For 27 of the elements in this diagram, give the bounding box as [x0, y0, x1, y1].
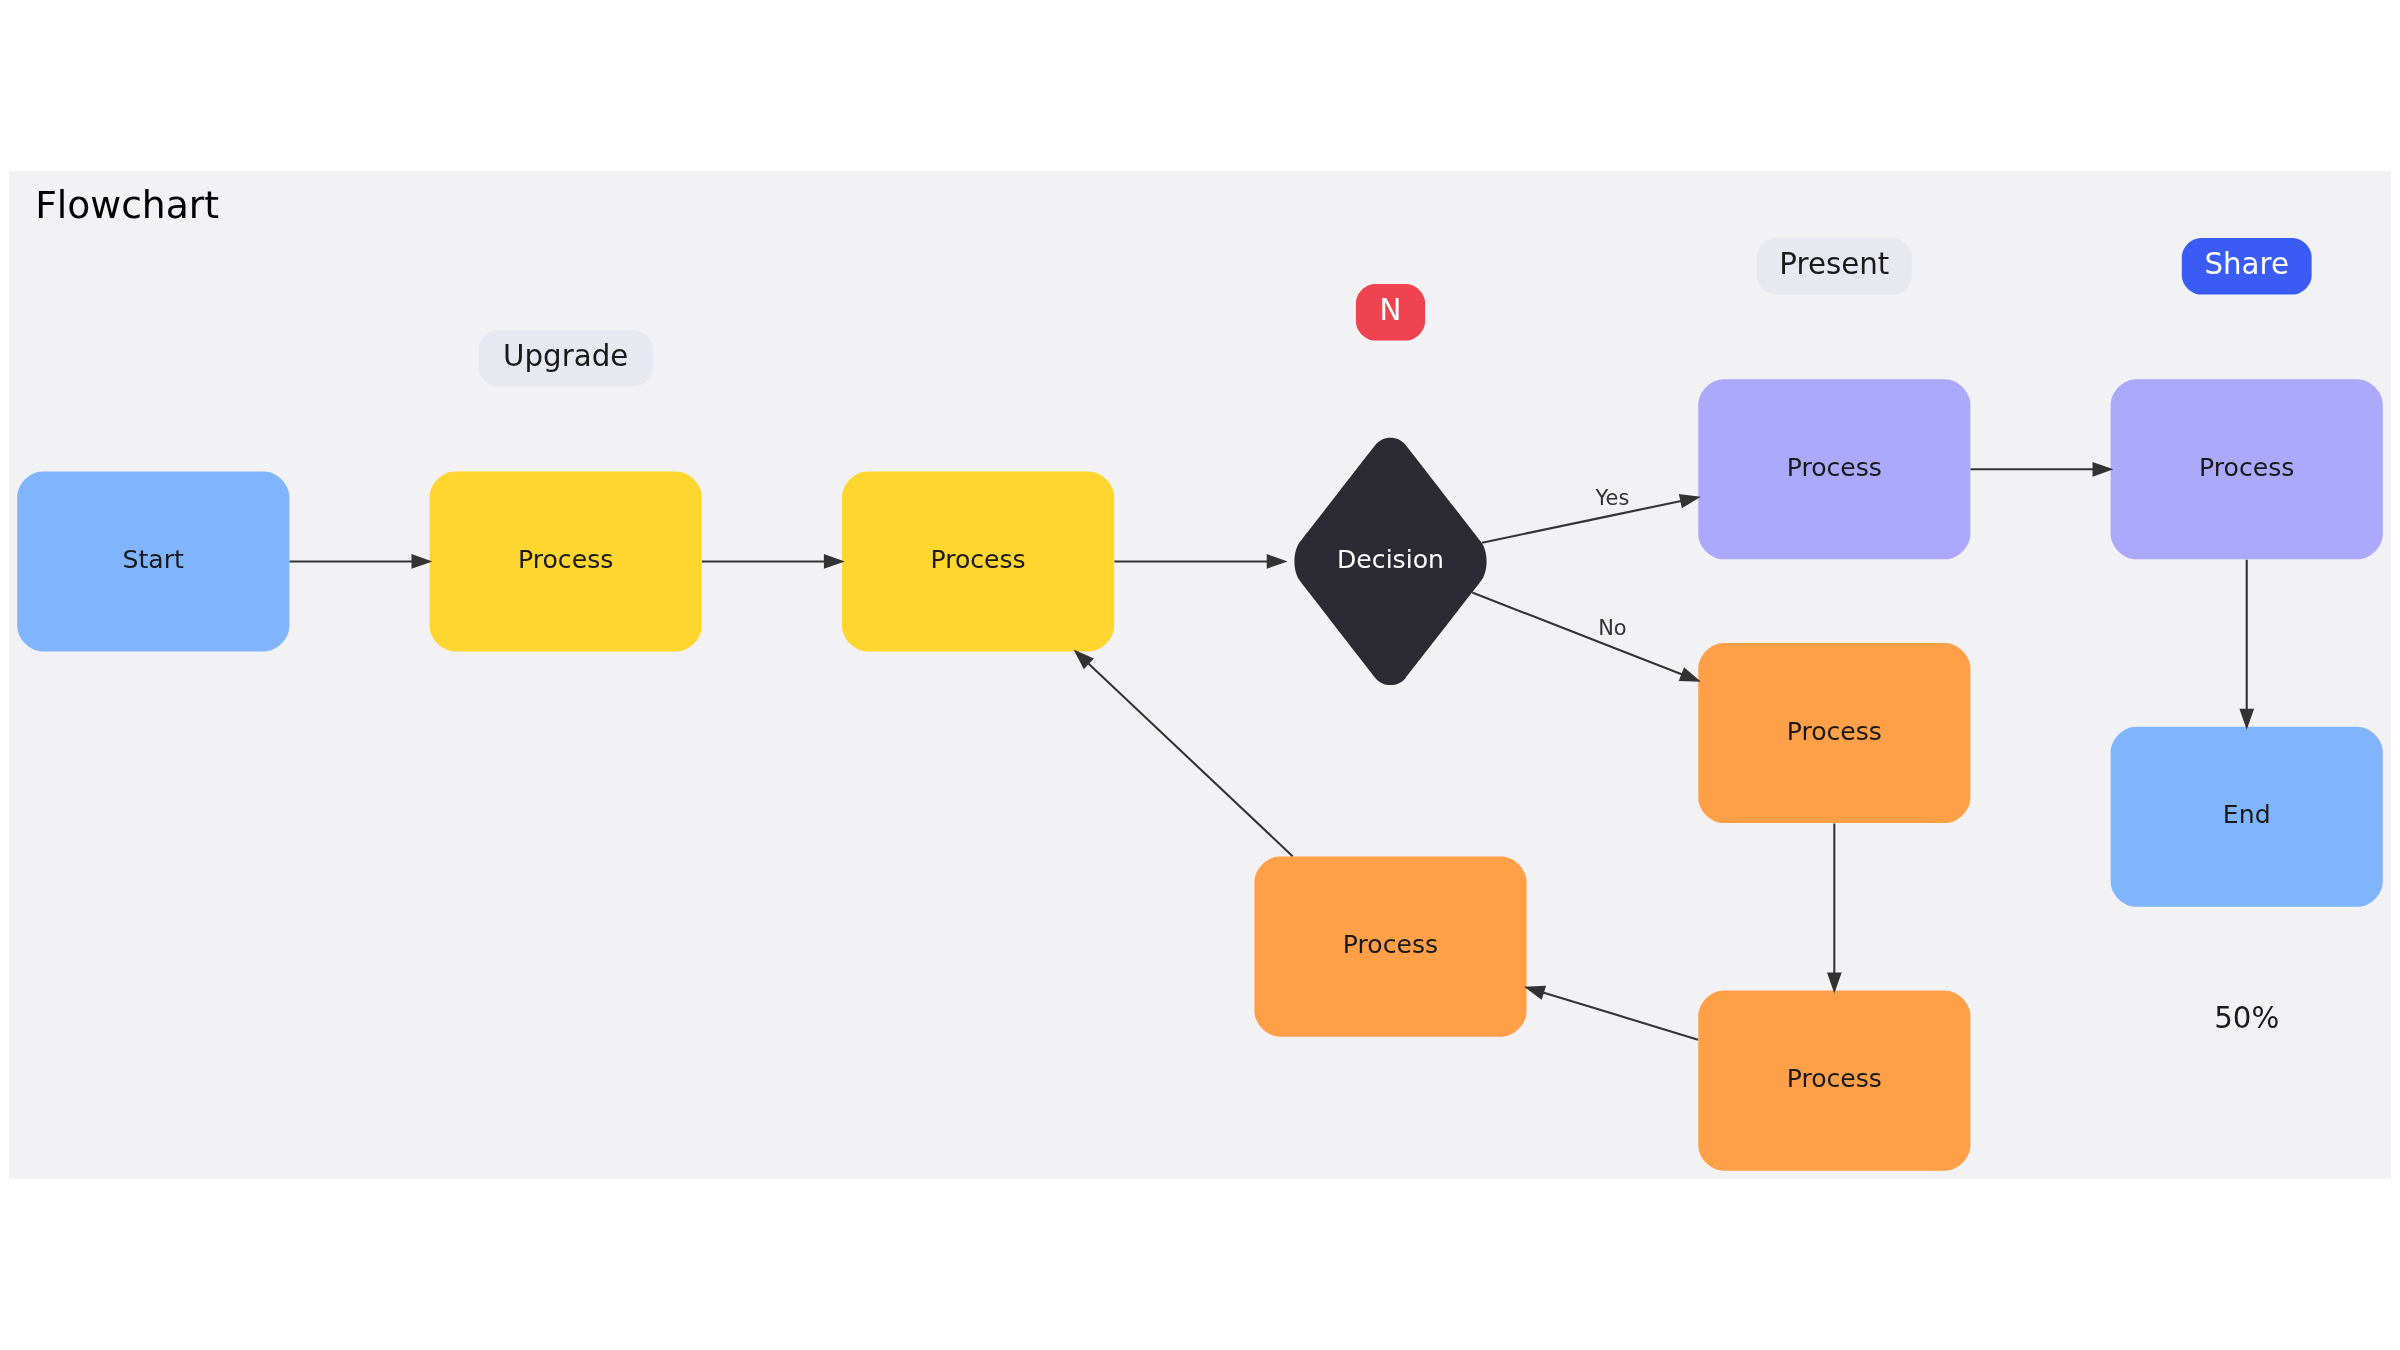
node-box: Process — [1698, 379, 1971, 560]
node-box: Start — [17, 471, 290, 652]
label: N — [1379, 293, 1402, 328]
diagram-title: Flowchart — [35, 182, 220, 227]
arrow — [1114, 554, 1288, 569]
arrow — [1073, 649, 1294, 857]
node-box: Process — [2110, 379, 2383, 560]
node-box: Process — [1698, 643, 1971, 824]
arrow — [1523, 985, 1699, 1041]
node-box: Process — [429, 471, 702, 652]
arrow — [2239, 559, 2255, 730]
arrow — [1481, 493, 1701, 544]
label: Share — [2204, 247, 2289, 281]
arrow — [1827, 823, 1842, 994]
node-box: Process — [842, 471, 1115, 652]
node-box: Process — [1254, 856, 1527, 1037]
label: Present — [1779, 247, 1890, 281]
node-box: End — [2110, 726, 2383, 907]
arrow — [1970, 462, 2114, 477]
label: Upgrade — [503, 339, 629, 374]
arrow — [702, 554, 845, 569]
edge-label: Yes — [1595, 485, 1630, 510]
edge-label: No — [1598, 615, 1627, 640]
label: 50% — [2214, 1000, 2280, 1035]
node-box: Process — [1698, 990, 1971, 1171]
arrow — [289, 554, 433, 569]
arrow — [1471, 591, 1701, 682]
